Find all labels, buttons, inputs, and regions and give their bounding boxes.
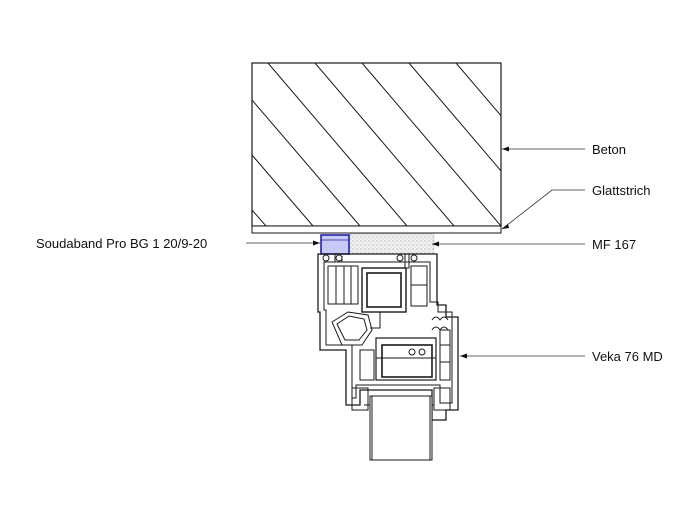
leader-arrowheads (313, 146, 509, 359)
concrete-block (251, 62, 502, 227)
label-glattstrich: Glattstrich (592, 183, 651, 198)
label-beton: Beton (592, 142, 626, 157)
foam-joint (349, 233, 435, 255)
label-soudaband: Soudaband Pro BG 1 20/9-20 (36, 236, 207, 251)
glazing-panel (369, 395, 433, 461)
plaster-layer (251, 225, 502, 234)
label-veka: Veka 76 MD (592, 349, 663, 364)
label-mf167: MF 167 (592, 237, 636, 252)
sealing-tape (320, 234, 350, 255)
leader-lines (246, 148, 585, 357)
window-profile (317, 253, 459, 421)
